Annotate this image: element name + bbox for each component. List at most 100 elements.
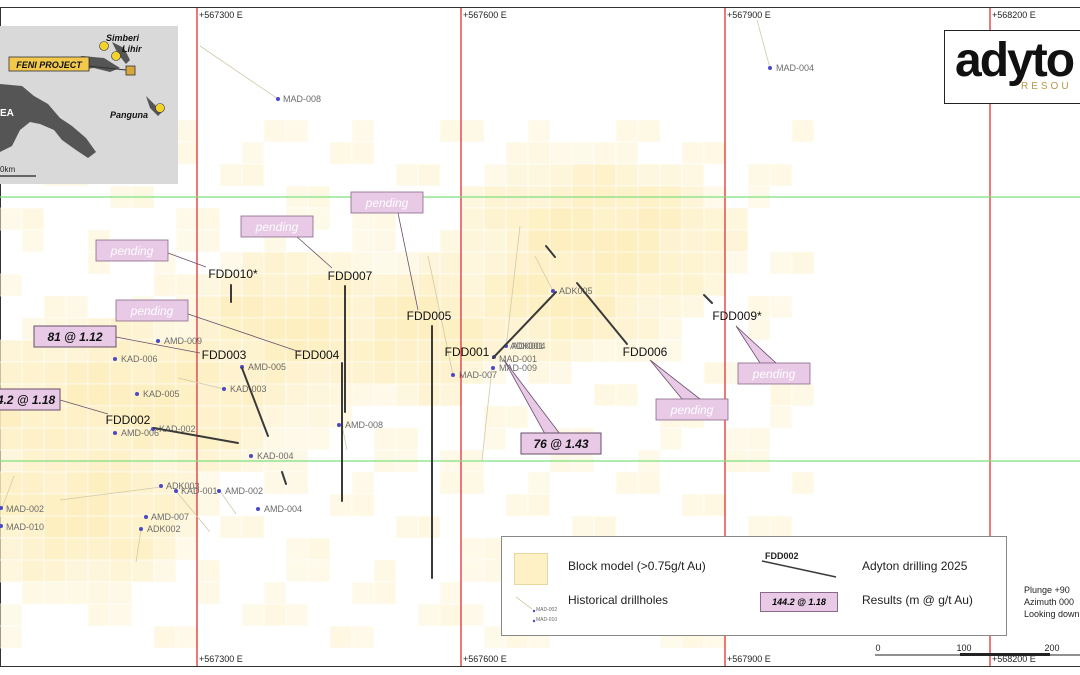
callout-texts: pending pending pending pending pending …	[0, 196, 796, 451]
block-cell	[373, 229, 397, 253]
block-cell	[549, 295, 573, 319]
hole-collar	[174, 489, 178, 493]
historical-trace	[59, 486, 162, 501]
callout-text-result: 76 @ 1.43	[533, 437, 588, 451]
block-cell	[0, 427, 23, 451]
block-cell	[373, 361, 397, 385]
block-cell	[373, 559, 397, 583]
block-cell	[285, 251, 309, 275]
block-cell	[549, 207, 573, 231]
block-cell	[659, 273, 683, 297]
block-cell	[219, 515, 243, 539]
block-cell	[571, 515, 595, 539]
block-cell	[461, 119, 485, 143]
block-cell	[527, 493, 551, 517]
hole-label: MAD-009	[499, 363, 537, 373]
grid-label-top: +567300 E	[199, 10, 243, 20]
block-cell	[65, 405, 89, 429]
block-cell	[549, 339, 573, 363]
block-cell	[109, 515, 133, 539]
block-cell	[769, 405, 793, 429]
block-cell	[659, 207, 683, 231]
block-cell	[109, 603, 133, 627]
view-orientation: Plunge +90 Azimuth 000 Looking down	[1024, 584, 1080, 620]
block-cell	[109, 471, 133, 495]
block-cell	[549, 163, 573, 187]
grid-label-top: +568200 E	[992, 10, 1036, 20]
block-cell	[637, 229, 661, 253]
block-cell	[505, 207, 529, 231]
block-cell	[65, 471, 89, 495]
block-cell	[483, 251, 507, 275]
block-cell	[175, 273, 199, 297]
block-cell	[439, 229, 463, 253]
hole-collar	[113, 357, 117, 361]
hole-collar	[551, 289, 555, 293]
block-cell	[65, 427, 89, 451]
block-cell	[241, 515, 265, 539]
historical-trace	[175, 490, 211, 533]
block-cell	[263, 581, 287, 605]
block-cell	[439, 273, 463, 297]
callout-leader	[187, 313, 301, 353]
project-label-box	[8, 56, 90, 72]
block-cell	[725, 427, 749, 451]
map-frame	[0, 7, 1080, 667]
block-cell	[439, 603, 463, 627]
block-cell	[703, 251, 727, 275]
historical-trace	[219, 490, 237, 515]
hole-label: KAD-003	[230, 384, 267, 394]
hole-label: AMD-007	[151, 512, 189, 522]
block-cell	[417, 383, 441, 407]
scale-bar: 0 100 200	[875, 643, 1080, 656]
hole-label: AMD-009	[164, 336, 202, 346]
block-cell	[87, 493, 111, 517]
block-cell	[681, 229, 705, 253]
block-cell	[593, 163, 617, 187]
block-cell	[483, 427, 507, 451]
block-cell	[527, 141, 551, 165]
block-cell	[527, 317, 551, 341]
legend-result-sample: 144.2 @ 1.18	[760, 592, 838, 612]
legend-hist-label: MAD-002	[536, 607, 558, 613]
block-cell	[21, 229, 45, 253]
block-cell	[747, 163, 771, 187]
callout-box	[655, 398, 729, 421]
callout-text-pending: pending	[670, 403, 714, 417]
block-cell	[395, 427, 419, 451]
callouts	[0, 191, 811, 455]
block-cell	[505, 141, 529, 165]
drill-label: FDD009*	[712, 309, 762, 323]
block-cell	[483, 273, 507, 297]
legend-hist-label: MAD-010	[536, 617, 558, 623]
block-cell	[549, 317, 573, 341]
logo-wordmark: adyto	[955, 34, 1075, 87]
hole-label: ADK004	[512, 341, 546, 351]
block-cell	[791, 119, 815, 143]
block-cell	[571, 317, 595, 341]
block-cell	[65, 515, 89, 539]
block-cell	[615, 295, 639, 319]
block-cell	[593, 273, 617, 297]
block-cell	[395, 515, 419, 539]
block-cell	[263, 383, 287, 407]
drill-trace	[492, 291, 557, 359]
drill-label: FDD003	[202, 348, 247, 362]
block-cell	[0, 625, 23, 649]
block-cell	[395, 339, 419, 363]
block-cell	[373, 383, 397, 407]
view-azimuth: Azimuth 000	[1024, 597, 1075, 607]
block-cell	[703, 361, 727, 385]
block-cell	[483, 229, 507, 253]
legend-block-model: Block model (>0.75g/t Au)	[568, 559, 706, 573]
block-cell	[615, 273, 639, 297]
block-cell	[307, 537, 331, 561]
block-cell	[87, 427, 111, 451]
block-cell	[615, 383, 639, 407]
block-cell	[571, 141, 595, 165]
historical-trace	[177, 377, 225, 390]
block-cell	[285, 603, 309, 627]
block-cell	[263, 273, 287, 297]
block-cell	[439, 251, 463, 275]
block-cell	[175, 207, 199, 231]
